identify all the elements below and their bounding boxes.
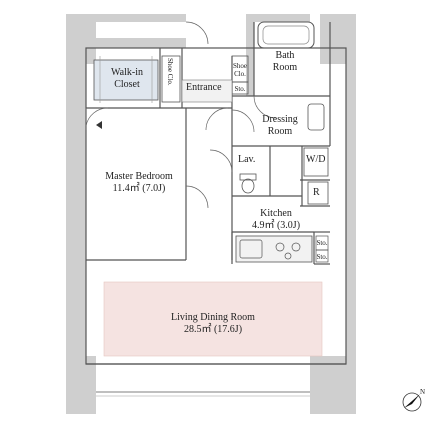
wall-bath-top	[246, 14, 254, 96]
walk-in-closet-area	[93, 59, 159, 101]
toilet-tank-icon	[239, 173, 257, 181]
refrigerator-label: R	[313, 187, 320, 198]
living-dining-highlight	[104, 282, 322, 356]
lavatory-label: Lav.	[238, 154, 256, 165]
stove-burner-icon	[275, 242, 285, 252]
master-bedroom-label: Master Bedroom 11.4㎡ (7.0J)	[105, 171, 173, 194]
refrigerator-box	[307, 181, 329, 205]
walls	[66, 14, 356, 414]
storage-kitchen-label-1: Sto.	[316, 239, 328, 247]
walk-in-closet-label: Walk-in Closet	[111, 67, 143, 90]
compass-icon	[402, 392, 422, 412]
wall-bottom-left-column	[66, 356, 96, 414]
wall-left	[66, 64, 86, 364]
bathtub-icon	[257, 21, 315, 49]
wall-top-right-segment	[246, 14, 310, 22]
living-dining-room-label: Living Dining Room 28.5㎡ (17.6J)	[171, 312, 255, 335]
shoe-closet-left-box	[161, 55, 181, 103]
wall-top-left-column	[66, 14, 96, 64]
shoe-closet-right-label: Shoe Clo.	[233, 62, 247, 78]
washbasin-icon	[307, 103, 325, 131]
wall-closet-top	[96, 38, 186, 48]
wall-top-segment	[96, 14, 186, 22]
compass-north-label: N	[420, 388, 426, 396]
bath-room-label: Bath Room	[272, 50, 298, 73]
wall-top-right-column	[320, 14, 356, 64]
entrance-step	[181, 79, 233, 103]
storage-kitchen-box-2	[315, 249, 329, 263]
shoe-closet-left-label: Shoe Clo.	[166, 58, 174, 86]
doors	[85, 21, 277, 209]
dressing-room-label: Dressing Room	[262, 114, 298, 137]
kitchen-label: Kitchen 4.9㎡ (3.0J)	[251, 208, 301, 231]
entrance-arrow-icon	[96, 121, 102, 129]
wall-right	[346, 64, 356, 364]
wall-bottom-right-column	[310, 356, 356, 414]
washer-dryer-label: W/D	[306, 154, 326, 165]
entrance-label: Entrance	[186, 82, 222, 93]
storage-kitchen-label-2: Sto.	[316, 253, 328, 261]
kitchen-sink-icon	[239, 239, 263, 259]
washer-dryer-box	[303, 147, 329, 177]
toilet-bowl-icon	[241, 178, 255, 194]
storage-entrance-label: Sto.	[234, 85, 246, 93]
interior-walls	[85, 22, 347, 365]
